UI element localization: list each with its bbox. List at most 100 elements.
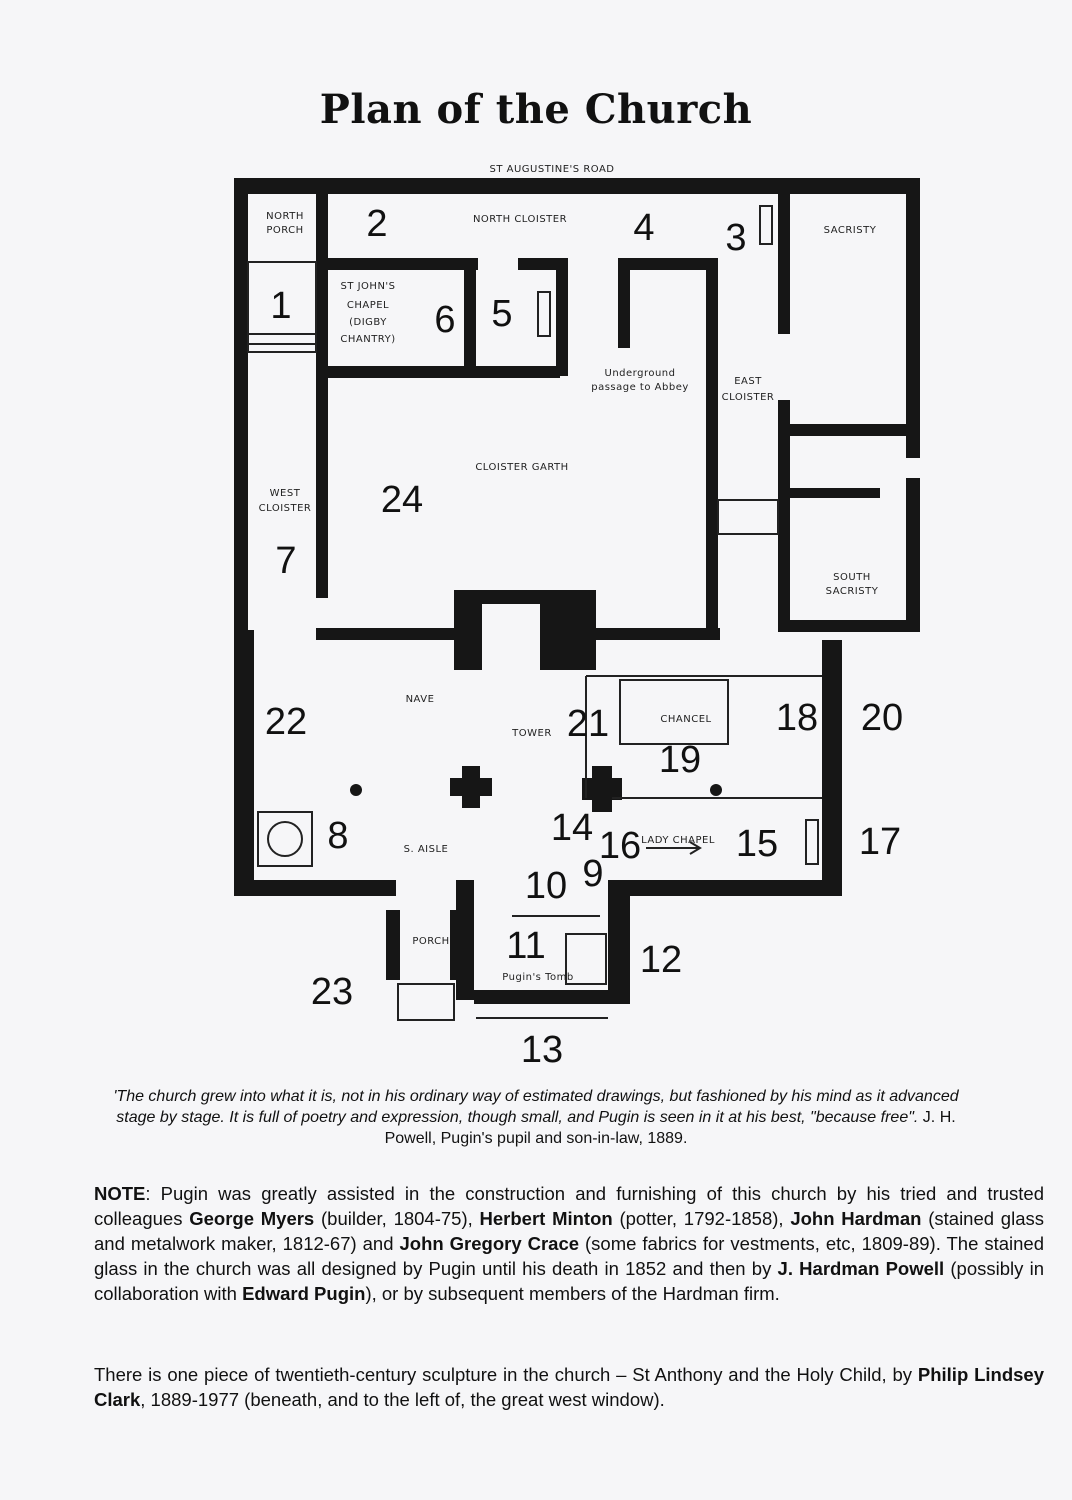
number-8: 8	[327, 815, 348, 857]
west-cloister-inner-wall	[316, 258, 328, 598]
stair-wall	[778, 488, 880, 498]
svg-text:CLOISTER: CLOISTER	[722, 392, 775, 403]
svg-text:CHAPEL: CHAPEL	[347, 300, 389, 311]
number-19: 19	[659, 739, 701, 781]
number-6: 6	[434, 299, 455, 341]
nave-pier	[450, 766, 492, 808]
nave-label: NAVE	[406, 694, 435, 705]
south-sacristy-south-wall	[778, 620, 920, 632]
aisle-south-wall	[234, 880, 396, 896]
south-sacristy-west-wall	[778, 400, 790, 630]
tomb-chapel-east-wall	[608, 880, 630, 1004]
svg-text:passage to Abbey: passage to Abbey	[591, 382, 689, 393]
number-18: 18	[776, 697, 818, 739]
details	[247, 205, 822, 1021]
number-11: 11	[506, 925, 545, 967]
south-aisle-label: S. AISLE	[404, 844, 449, 855]
number-24: 24	[381, 479, 423, 521]
stair-west-wall	[618, 258, 630, 348]
pugins-tomb-outline	[565, 933, 607, 985]
number-12: 12	[640, 939, 682, 981]
nave-west-wall	[234, 630, 254, 896]
church-floor-plan: ST AUGUSTINE'S ROAD NORTH PORCH NORTH CL…	[234, 164, 920, 1071]
number-21: 21	[567, 703, 609, 745]
chapel-north-wall	[316, 258, 478, 270]
sacristy-west-wall	[778, 194, 790, 334]
number-10: 10	[525, 865, 567, 907]
powell-quote: 'The church grew into what it is, not in…	[110, 1086, 962, 1149]
porch-west-wall	[386, 910, 400, 980]
number-22: 22	[265, 701, 307, 743]
lady-chapel-label: LADY CHAPEL	[641, 835, 715, 846]
altar-3	[759, 205, 773, 245]
name-herbert-minton: Herbert Minton	[479, 1208, 613, 1229]
porch-label: PORCH	[412, 936, 449, 947]
west-outer-wall	[234, 178, 248, 638]
porch-wall	[316, 194, 328, 260]
walls	[234, 178, 920, 1004]
name-edward-pugin: Edward Pugin	[242, 1283, 366, 1304]
room-labels: ST AUGUSTINE'S ROAD NORTH PORCH NORTH CL…	[259, 164, 879, 983]
quote-attribution: J. H. Powell, Pugin's pupil and son-in-l…	[384, 1109, 956, 1147]
svg-text:(DIGBY: (DIGBY	[349, 317, 387, 328]
sculpture-paragraph: There is one piece of twentieth-century …	[94, 1364, 1044, 1410]
pugins-tomb-label: Pugin's Tomb	[502, 972, 573, 983]
chapel-south-wall	[316, 366, 560, 378]
tower-stair-block	[540, 604, 596, 670]
sacristy-south-wall	[778, 424, 920, 436]
page-title: Plan of the Church	[319, 86, 753, 133]
chancel-east-wall	[822, 640, 842, 896]
stair-north-wall	[618, 258, 718, 270]
north-cloister-label: NORTH CLOISTER	[473, 214, 567, 225]
chapel-east-wall	[464, 258, 476, 376]
number-7: 7	[275, 540, 296, 582]
tower-north-wall	[476, 590, 596, 604]
number-9: 9	[582, 853, 603, 895]
road-label: ST AUGUSTINE'S ROAD	[489, 164, 614, 175]
svg-text:CHANTRY): CHANTRY)	[340, 334, 395, 345]
lady-altar	[805, 819, 819, 865]
number-16: 16	[599, 825, 641, 867]
note-paragraph: NOTE: Pugin was greatly assisted in the …	[94, 1183, 1044, 1304]
south-sacristy-label: SOUTH	[833, 572, 871, 583]
number-20: 20	[861, 697, 903, 739]
number-15: 15	[736, 823, 778, 865]
porch-steps-south	[397, 983, 455, 1021]
east-cloister-inner-wall	[706, 258, 718, 628]
font	[257, 811, 313, 867]
lady-chapel-arrow	[646, 841, 702, 855]
underground-passage-label: Underground	[605, 368, 676, 379]
north-wall	[234, 178, 920, 194]
number-1: 1	[270, 285, 291, 327]
west-cloister-label: WEST	[270, 488, 301, 499]
note-label: NOTE	[94, 1183, 146, 1204]
number-3: 3	[725, 217, 746, 259]
chancel-outline	[585, 675, 822, 799]
number-2: 2	[366, 203, 387, 245]
number-4: 4	[633, 207, 654, 249]
chancel-steps	[619, 679, 729, 745]
number-14: 14	[551, 807, 593, 849]
porch-steps	[247, 261, 317, 353]
lady-chapel-south-wall	[608, 880, 840, 896]
east-steps	[717, 499, 779, 535]
altar-5	[537, 291, 551, 337]
south-sacristy-east-wall	[906, 478, 920, 630]
name-j-hardman-powell: J. Hardman Powell	[777, 1258, 945, 1279]
tomb-chapel-south-wall	[474, 990, 608, 1004]
st-johns-chapel-label: ST JOHN'S	[340, 281, 395, 292]
quote-text: 'The church grew into what it is, not in…	[113, 1088, 959, 1126]
garth-south-wall-east	[596, 628, 720, 640]
name-philip-lindsey-clark: Philip Lindsey Clark	[94, 1364, 1044, 1410]
tower-label: TOWER	[511, 728, 552, 739]
aisle-column	[350, 784, 362, 796]
east-cloister-label: EAST	[734, 376, 762, 387]
north-porch-label-2: PORCH	[266, 225, 303, 236]
name-john-gregory-crace: John Gregory Crace	[399, 1233, 580, 1254]
number-17: 17	[859, 821, 901, 863]
number-13: 13	[521, 1029, 563, 1071]
number-23: 23	[311, 971, 353, 1013]
room5-north-wall	[518, 258, 566, 270]
name-george-myers: George Myers	[189, 1208, 315, 1229]
north-porch-label: NORTH	[266, 211, 304, 222]
